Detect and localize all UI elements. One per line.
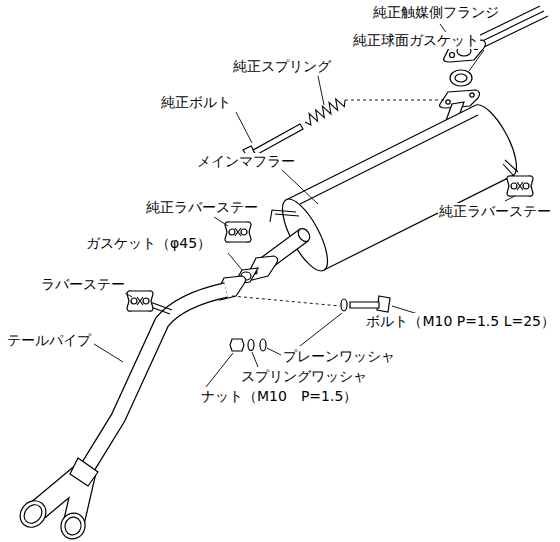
tail-pipe	[86, 290, 226, 470]
leader-lines	[282, 170, 318, 204]
part-label: 純正球面ガスケット	[352, 32, 480, 49]
part-label: プレーンワッシャ	[282, 348, 396, 365]
bolt	[350, 296, 390, 312]
tail-pipe	[63, 515, 83, 537]
tail-pipe	[70, 458, 98, 486]
part-label: ラバーステー	[40, 276, 126, 293]
bolt-guide	[232, 296, 340, 306]
stock-rubber-hanger-right	[507, 176, 533, 196]
stock-bolt	[253, 124, 303, 155]
inlet-flange	[470, 93, 474, 97]
tail-pipe	[20, 501, 45, 527]
hanger-rods	[270, 210, 299, 222]
part-label: ボルト（M10 P=1.5 L=25）	[365, 313, 556, 330]
leader-lines	[252, 352, 258, 367]
inlet-flange	[446, 100, 450, 104]
tail-pipe	[86, 290, 226, 470]
leader-lines	[236, 112, 252, 143]
muffler-outlet-pipe	[296, 226, 312, 243]
part-label: ガスケット（φ45）	[85, 235, 212, 252]
part-label: 純正スプリング	[232, 58, 332, 75]
bolt	[350, 302, 379, 308]
spring-washer	[248, 340, 254, 351]
tail-pipe	[58, 510, 88, 541]
nut	[230, 339, 244, 351]
leader-lines	[214, 217, 228, 226]
leader-lines	[469, 50, 484, 71]
catalyst-flange	[450, 53, 455, 58]
stock-rubber-hanger-left	[225, 222, 251, 242]
leader-lines	[94, 344, 123, 362]
spherical-gasket	[455, 74, 467, 82]
plain-washer	[341, 299, 347, 311]
stock-spring	[305, 99, 345, 125]
part-label: メインマフラー	[196, 153, 296, 170]
main-muffler	[274, 105, 517, 277]
main-muffler	[300, 115, 478, 204]
tail-pipe	[15, 496, 51, 533]
leader-lines	[318, 76, 324, 105]
leader-lines	[505, 196, 515, 201]
spherical-gasket	[450, 70, 472, 86]
bolt-guide	[345, 100, 444, 101]
plain-washer	[260, 339, 266, 351]
part-label: 純正ラバーステー	[438, 203, 552, 220]
leader-lines	[228, 253, 242, 270]
leader-lines	[300, 313, 342, 346]
tail-pipe	[15, 290, 226, 542]
part-label: 純正ボルト	[160, 94, 232, 111]
part-label: スプリングワッシャ	[240, 368, 368, 385]
spherical-gasket	[450, 70, 472, 86]
rubber-hanger	[127, 291, 153, 311]
part-label: ナット（M10 P=1.5）	[200, 388, 358, 405]
leader-lines	[206, 353, 233, 387]
part-label: 純正ラバーステー	[145, 199, 259, 216]
main-muffler	[274, 193, 336, 277]
leader-lines	[267, 348, 281, 355]
hanger-rods	[503, 160, 518, 176]
part-label: テールパイプ	[6, 332, 92, 349]
part-label: 純正触媒側フランジ	[372, 4, 500, 21]
